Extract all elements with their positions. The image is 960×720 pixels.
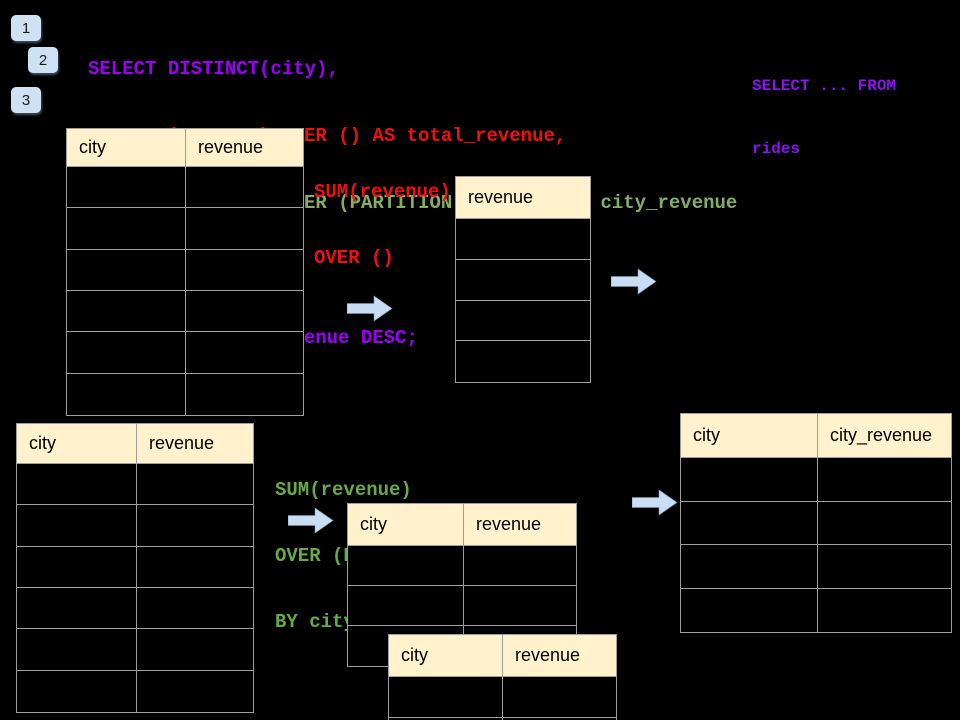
- empty-cell: [456, 219, 590, 260]
- empty-cell: [137, 629, 253, 671]
- step-badge-2: 2: [28, 47, 58, 73]
- empty-cell: [818, 545, 951, 589]
- side-note-line-2: rides: [752, 140, 801, 158]
- column-header-revenue: revenue: [186, 129, 303, 167]
- empty-cell: [186, 332, 303, 374]
- empty-cell: [456, 301, 590, 342]
- column-header-city: city: [17, 424, 137, 464]
- empty-cell: [186, 250, 303, 291]
- empty-cell: [17, 505, 137, 547]
- empty-cell: [17, 464, 137, 506]
- annotation-total-line-2: OVER (): [314, 247, 394, 269]
- annotation-total-line-1: SUM(revenue): [314, 181, 451, 203]
- empty-cell: [67, 290, 186, 333]
- empty-cell: [348, 586, 464, 626]
- column-header-city: city: [681, 414, 818, 458]
- empty-cell: [67, 249, 186, 291]
- empty-cell: [818, 502, 951, 545]
- sql-line-select: SELECT DISTINCT(city),: [88, 57, 339, 80]
- empty-cell: [17, 546, 137, 588]
- column-header-city: city: [389, 635, 503, 677]
- empty-cell: [456, 260, 590, 301]
- empty-cell: [186, 291, 303, 333]
- side-note-line-1: SELECT ... FROM: [752, 77, 897, 95]
- empty-cell: [67, 167, 186, 209]
- source-table-top: city revenue: [66, 128, 304, 416]
- empty-cell: [67, 373, 186, 415]
- annotation-total-window: SUM(revenue) OVER (): [314, 137, 451, 313]
- empty-cell: [67, 208, 186, 250]
- side-note: SELECT ... FROM rides: [752, 34, 896, 202]
- partition-table-second: city revenue: [388, 634, 617, 720]
- empty-cell: [137, 505, 253, 547]
- empty-cell: [348, 546, 464, 586]
- empty-cell: [389, 718, 503, 720]
- arrow-right-icon: [632, 489, 678, 516]
- step-badge-1: 1: [11, 15, 41, 41]
- empty-cell: [137, 464, 253, 506]
- empty-cell: [681, 545, 818, 589]
- empty-cell: [681, 588, 818, 632]
- result-table: city city_revenue: [680, 413, 952, 633]
- empty-cell: [681, 458, 818, 502]
- empty-cell: [137, 547, 253, 588]
- column-header-revenue: revenue: [464, 504, 576, 546]
- empty-cell: [186, 167, 303, 209]
- empty-cell: [456, 341, 590, 382]
- empty-cell: [137, 671, 253, 712]
- empty-cell: [389, 677, 503, 718]
- step-badge-3: 3: [11, 87, 41, 113]
- column-header-revenue: revenue: [503, 635, 616, 677]
- empty-cell: [67, 332, 186, 374]
- empty-cell: [818, 458, 951, 502]
- empty-cell: [17, 587, 137, 630]
- source-table-bottom: city revenue: [16, 423, 254, 713]
- column-header-city: city: [348, 504, 464, 546]
- empty-cell: [464, 586, 576, 626]
- arrow-right-icon: [288, 507, 334, 534]
- empty-cell: [186, 374, 303, 415]
- empty-cell: [17, 629, 137, 671]
- empty-cell: [464, 546, 576, 586]
- column-header-revenue: revenue: [137, 424, 253, 464]
- annotation-partition-line-1: SUM(revenue): [275, 479, 412, 501]
- column-header-revenue: revenue: [456, 177, 590, 219]
- empty-cell: [503, 677, 616, 718]
- total-revenue-table: revenue: [455, 176, 591, 383]
- empty-cell: [186, 208, 303, 250]
- empty-cell: [681, 501, 818, 545]
- arrow-right-icon: [347, 295, 393, 322]
- empty-cell: [17, 670, 137, 712]
- empty-cell: [137, 588, 253, 630]
- arrow-right-icon: [611, 268, 657, 295]
- empty-cell: [818, 589, 951, 633]
- column-header-city-revenue: city_revenue: [818, 414, 951, 458]
- column-header-city: city: [67, 129, 186, 167]
